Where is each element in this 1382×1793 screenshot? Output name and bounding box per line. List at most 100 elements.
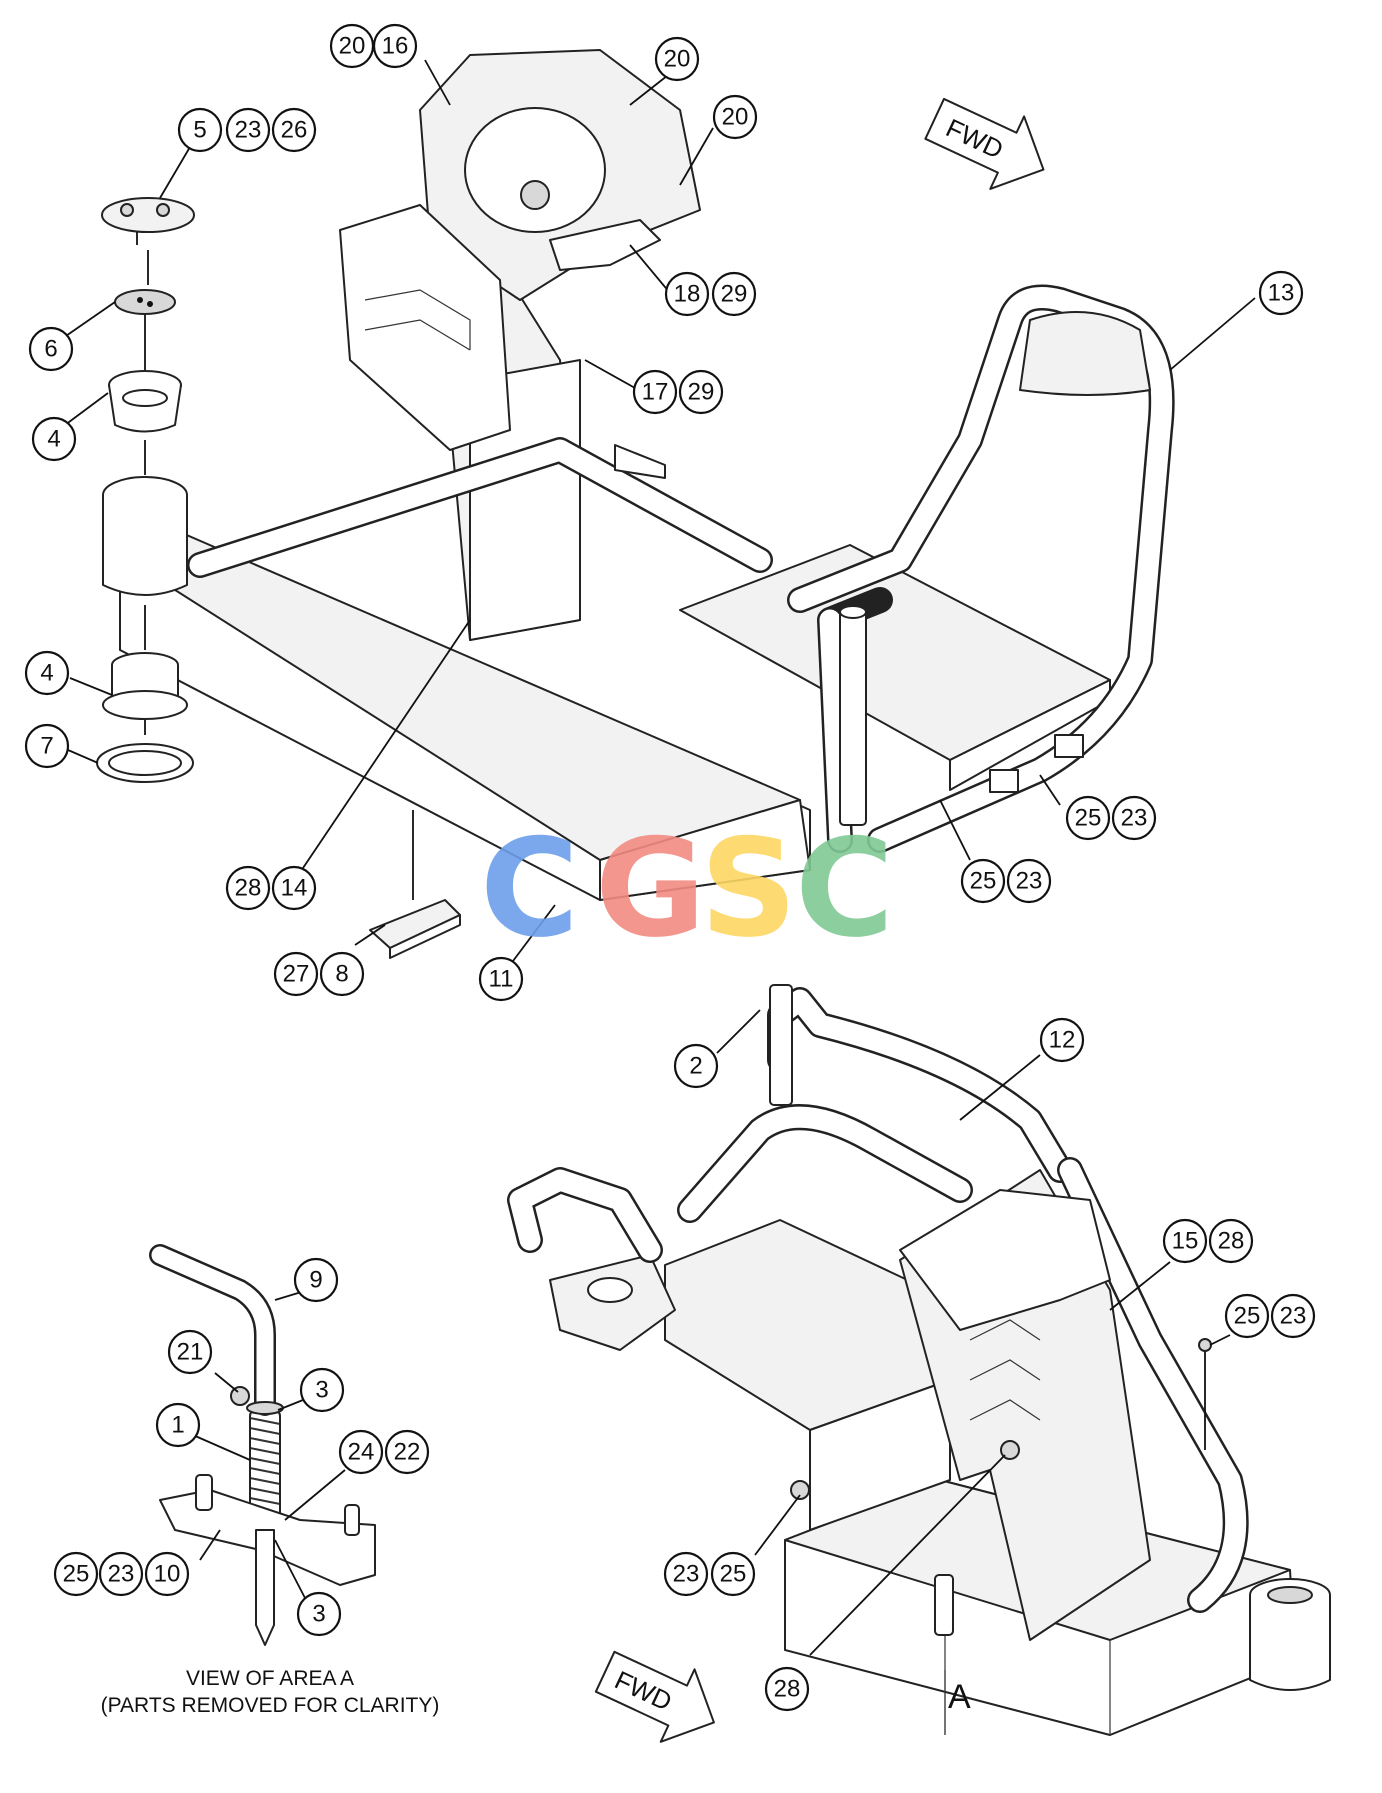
cap-plate xyxy=(101,197,195,233)
callout-15: 15 xyxy=(1162,1218,1208,1264)
svg-text:4: 4 xyxy=(47,426,60,453)
callout-9: 9 xyxy=(293,1257,339,1303)
svg-text:24: 24 xyxy=(348,1439,375,1466)
svg-text:4: 4 xyxy=(40,660,53,687)
callout-28c: 28 xyxy=(764,1666,810,1712)
callout-16: 16 xyxy=(372,23,418,69)
caption-line2: (PARTS REMOVED FOR CLARITY) xyxy=(101,1694,440,1717)
callout-11: 11 xyxy=(478,956,524,1002)
console-emboss-bottom xyxy=(969,1319,1041,1421)
callout-6: 6 xyxy=(28,326,74,372)
steering-hub xyxy=(520,180,550,210)
svg-text:25: 25 xyxy=(63,1561,90,1588)
callout-25c: 25 xyxy=(1224,1293,1270,1339)
svg-text:8: 8 xyxy=(335,961,348,988)
callout-5: 5 xyxy=(177,107,223,153)
fwd-arrow-top: FWD xyxy=(924,97,1045,190)
seat-deck-side xyxy=(809,1379,951,1531)
exploded-pivot-stack xyxy=(96,197,195,783)
svg-text:14: 14 xyxy=(281,875,308,902)
steering-dial xyxy=(464,107,606,233)
thrust-washer xyxy=(114,289,176,315)
svg-text:15: 15 xyxy=(1172,1228,1199,1255)
svg-text:25: 25 xyxy=(1075,805,1102,832)
callout-25d: 25 xyxy=(53,1551,99,1597)
callout-20b: 20 xyxy=(654,36,700,82)
svg-text:6: 6 xyxy=(44,336,57,363)
svg-text:27: 27 xyxy=(283,961,310,988)
detail-pin xyxy=(255,1529,275,1646)
svg-text:25: 25 xyxy=(720,1561,747,1588)
callout-23b: 23 xyxy=(1111,795,1157,841)
callout-22: 22 xyxy=(384,1429,430,1475)
area-a-label: A xyxy=(948,1678,971,1716)
latch-b xyxy=(1054,734,1084,758)
callout-20a: 20 xyxy=(329,23,375,69)
callout-3a: 3 xyxy=(299,1367,345,1413)
svg-text:17: 17 xyxy=(642,379,669,406)
svg-text:3: 3 xyxy=(315,1377,328,1404)
svg-text:11: 11 xyxy=(489,966,514,993)
watermark-cgsc: C G S C xyxy=(480,810,894,967)
svg-text:20: 20 xyxy=(722,104,749,131)
watermark-letter-3: S xyxy=(700,810,797,967)
svg-text:1: 1 xyxy=(171,1412,184,1439)
callout-23e: 23 xyxy=(98,1551,144,1597)
detail-stop xyxy=(230,1386,250,1406)
console-panel xyxy=(339,204,511,451)
steering-bracket xyxy=(549,219,661,271)
callouts: 20 16 20 20 5 23 26 6 4 4 7 18 29 17 29 … xyxy=(24,23,1316,1712)
callout-23d: 23 xyxy=(1270,1293,1316,1339)
rear-panel xyxy=(1019,311,1151,396)
watermark-letter-2: G xyxy=(595,810,706,967)
svg-text:25: 25 xyxy=(1234,1303,1261,1330)
frame-assembly-top xyxy=(102,49,1175,959)
callout-17: 17 xyxy=(632,369,678,415)
callout-8: 8 xyxy=(319,951,365,997)
callout-21: 21 xyxy=(167,1329,213,1375)
callout-25a: 25 xyxy=(1065,795,1111,841)
svg-text:7: 7 xyxy=(40,733,53,760)
callout-18: 18 xyxy=(664,271,710,317)
latch-a xyxy=(989,769,1019,793)
svg-text:23: 23 xyxy=(1280,1303,1307,1330)
callout-26: 26 xyxy=(271,107,317,153)
svg-text:3: 3 xyxy=(312,1601,325,1628)
svg-text:28: 28 xyxy=(1218,1228,1245,1255)
callout-25b: 25 xyxy=(960,858,1006,904)
callout-10: 10 xyxy=(144,1551,190,1597)
caption-line1: VIEW OF AREA A xyxy=(186,1667,354,1690)
callout-12: 12 xyxy=(1039,1017,1085,1063)
callout-4a: 4 xyxy=(31,416,77,462)
svg-text:12: 12 xyxy=(1049,1027,1076,1054)
svg-text:26: 26 xyxy=(281,117,308,144)
callout-1: 1 xyxy=(155,1402,201,1448)
svg-text:16: 16 xyxy=(382,33,409,60)
svg-text:25: 25 xyxy=(970,868,997,895)
svg-text:23: 23 xyxy=(108,1561,135,1588)
svg-text:21: 21 xyxy=(177,1339,204,1366)
svg-text:2: 2 xyxy=(689,1053,702,1080)
callout-7: 7 xyxy=(24,723,70,769)
svg-text:28: 28 xyxy=(774,1676,801,1703)
callout-20c: 20 xyxy=(712,94,758,140)
console-head xyxy=(899,1189,1111,1331)
callout-27: 27 xyxy=(273,951,319,997)
upright-post xyxy=(769,984,793,1106)
svg-text:10: 10 xyxy=(154,1561,181,1588)
detail-washer-top xyxy=(246,1401,284,1415)
callout-23f: 23 xyxy=(663,1551,709,1597)
callout-13: 13 xyxy=(1258,270,1304,316)
svg-text:5: 5 xyxy=(193,117,206,144)
post xyxy=(839,609,867,826)
callout-3b: 3 xyxy=(296,1591,342,1637)
svg-text:23: 23 xyxy=(1016,868,1043,895)
svg-text:9: 9 xyxy=(309,1267,322,1294)
fwd-arrow-bottom: FWD xyxy=(594,1650,715,1743)
base-pin xyxy=(934,1574,954,1636)
svg-text:20: 20 xyxy=(664,46,691,73)
callout-28b: 28 xyxy=(1208,1218,1254,1264)
callout-23c: 23 xyxy=(1006,858,1052,904)
watermark-letter-1: C xyxy=(480,810,579,967)
